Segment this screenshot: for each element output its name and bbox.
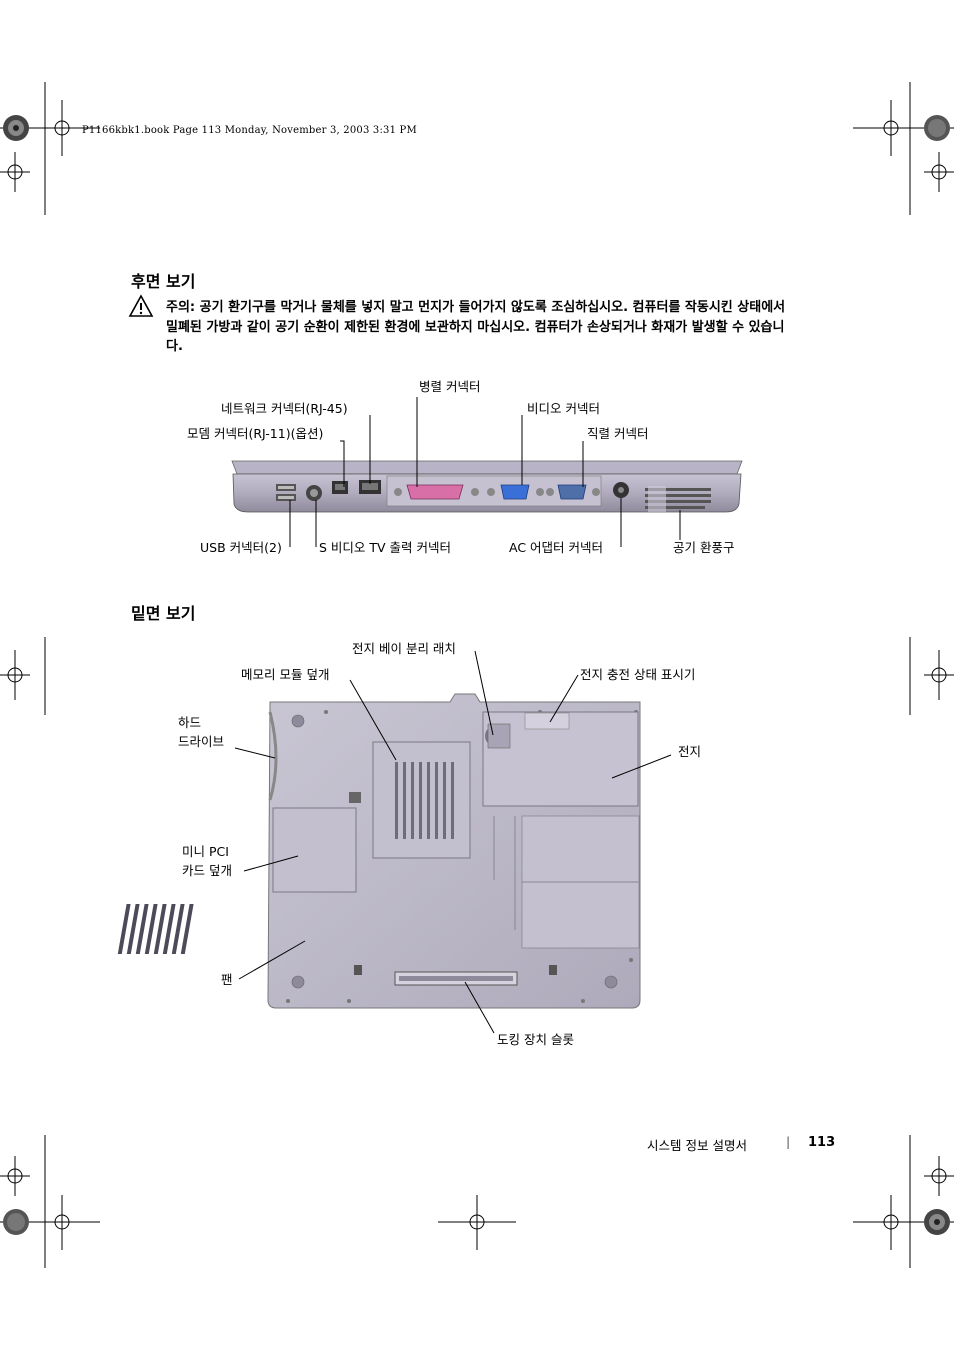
- label-memory-cover: 메모리 모듈 덮개: [241, 667, 330, 682]
- bottom-view-title: 밑면 보기: [131, 604, 196, 623]
- label-mini-pci-line2: 카드 덮개: [182, 863, 232, 878]
- label-mini-pci-line1: 미니 PCI: [182, 844, 229, 859]
- footer-title: 시스템 정보 설명서: [647, 1138, 747, 1153]
- label-docking-slot: 도킹 장치 슬롯: [497, 1032, 574, 1047]
- book-header-line: P1166kbk1.book Page 113 Monday, November…: [82, 125, 417, 136]
- page-number: 113: [808, 1135, 836, 1150]
- rear-view-title: 후면 보기: [131, 272, 196, 291]
- label-battery: 전지: [678, 744, 702, 759]
- label-network-connector: 네트워크 커넥터(RJ-45): [221, 401, 348, 416]
- label-serial-connector: 직렬 커넥터: [587, 426, 649, 441]
- label-video-connector: 비디오 커넥터: [527, 401, 600, 416]
- label-battery-gauge: 전지 충전 상태 표시기: [580, 667, 696, 682]
- label-battery-latch: 전지 베이 분리 래치: [352, 641, 456, 656]
- label-modem-connector: 모뎀 커넥터(RJ-11)(옵션): [187, 426, 324, 441]
- label-hard-drive-line2: 드라이브: [178, 734, 225, 749]
- caution-notice: 주의: 공기 환기구를 막거나 물체를 넣지 말고 먼지가 들어가지 않도록 조…: [166, 300, 786, 354]
- label-fan: 팬: [221, 972, 233, 987]
- label-parallel-connector: 병렬 커넥터: [419, 379, 481, 394]
- label-air-vent: 공기 환풍구: [673, 540, 735, 555]
- label-usb-connector: USB 커넥터(2): [200, 540, 282, 555]
- label-ac-adapter-connector: AC 어댑터 커넥터: [509, 540, 604, 555]
- footer-separator: |: [786, 1134, 791, 1149]
- label-hard-drive-line1: 하드: [178, 715, 202, 730]
- label-svideo-connector: S 비디오 TV 출력 커넥터: [319, 540, 452, 555]
